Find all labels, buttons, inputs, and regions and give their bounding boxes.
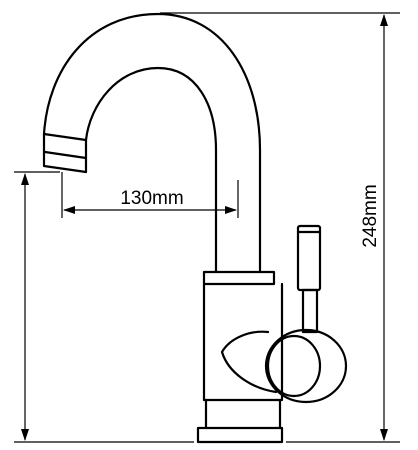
base-plate <box>196 426 284 444</box>
collar <box>202 270 276 286</box>
spout-reach-label: 130mm <box>120 188 183 209</box>
handle-hub <box>264 328 348 404</box>
lever-grip <box>296 224 322 292</box>
total-height-label: 248mm <box>360 184 381 247</box>
spout-tip <box>42 132 88 174</box>
spout-outer-curve <box>42 12 262 274</box>
faucet-body <box>202 282 284 402</box>
faucet-outline <box>42 12 348 444</box>
lever-stem <box>301 288 319 334</box>
body-to-base <box>204 398 282 430</box>
handle-hub-ring <box>266 334 322 398</box>
dimension-lines <box>14 12 400 443</box>
spout-tip-band <box>43 150 88 160</box>
spout-inner-curve <box>84 66 218 274</box>
handle-cone <box>220 330 278 394</box>
